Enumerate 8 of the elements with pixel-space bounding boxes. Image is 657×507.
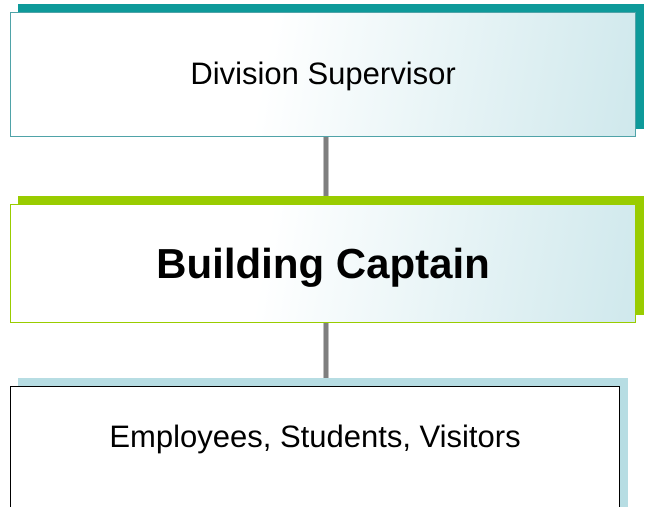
org-box [10, 386, 620, 507]
box-label: Employees, Students, Visitors [109, 418, 521, 456]
box-label: Division Supervisor [190, 55, 456, 94]
org-box [10, 12, 636, 137]
connector-line [324, 137, 328, 196]
box-label: Building Captain [156, 239, 490, 289]
org-box [10, 204, 636, 323]
connector-line [324, 323, 328, 378]
